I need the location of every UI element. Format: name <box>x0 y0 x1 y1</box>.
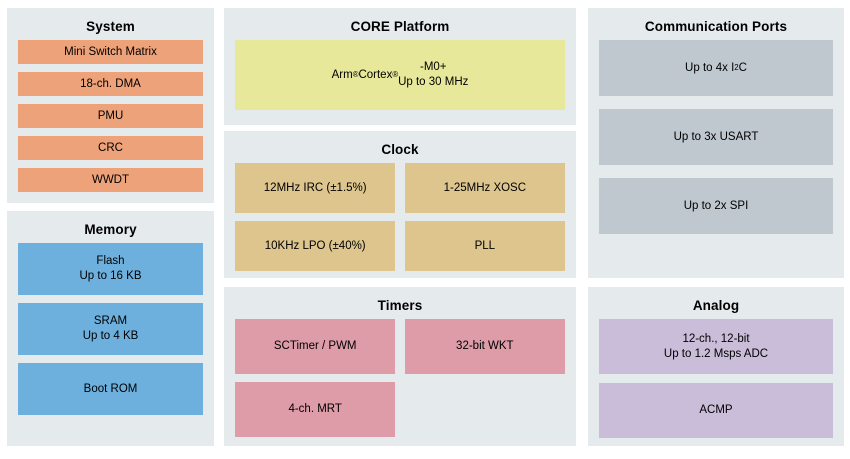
panel-clock-blocks: 12MHz IRC (±1.5%) 1-25MHz XOSC 10KHz LPO… <box>235 163 565 271</box>
panel-system-blocks: Mini Switch Matrix 18-ch. DMA PMU CRC WW… <box>18 40 203 194</box>
panel-memory-title: Memory <box>84 222 137 237</box>
block-xosc[interactable]: 1-25MHz XOSC <box>404 163 565 213</box>
block-32bit-wkt[interactable]: 32-bit WKT <box>404 319 565 374</box>
block-dma[interactable]: 18-ch. DMA <box>18 72 203 96</box>
panel-memory: Memory Flash Up to 16 KB SRAM Up to 4 KB… <box>7 211 214 446</box>
block-flash[interactable]: Flash Up to 16 KB <box>18 243 203 295</box>
panel-core-platform-title: CORE Platform <box>350 19 450 34</box>
block-usart[interactable]: Up to 3x USART <box>599 109 833 165</box>
block-boot-rom[interactable]: Boot ROM <box>18 363 203 415</box>
block-mrt[interactable]: 4-ch. MRT <box>235 382 396 437</box>
panel-core-platform-blocks: Arm® Cortex®-M0+Up to 30 MHz <box>235 40 565 116</box>
panel-analog-title: Analog <box>692 298 740 313</box>
block-pll[interactable]: PLL <box>404 221 565 271</box>
block-crc[interactable]: CRC <box>18 136 203 160</box>
panel-clock: Clock 12MHz IRC (±1.5%) 1-25MHz XOSC 10K… <box>224 131 576 278</box>
block-spi[interactable]: Up to 2x SPI <box>599 178 833 234</box>
block-adc[interactable]: 12-ch., 12-bit Up to 1.2 Msps ADC <box>599 319 833 374</box>
panel-timers: Timers SCTimer / PWM 32-bit WKT 4-ch. MR… <box>224 287 576 446</box>
block-acmp[interactable]: ACMP <box>599 383 833 438</box>
block-arm-cortex-m0plus[interactable]: Arm® Cortex®-M0+Up to 30 MHz <box>235 40 565 110</box>
block-pmu[interactable]: PMU <box>18 104 203 128</box>
panel-clock-title: Clock <box>381 142 419 157</box>
panel-timers-title: Timers <box>377 298 423 313</box>
panel-communication-ports-title: Communication Ports <box>644 19 788 34</box>
panel-analog: Analog 12-ch., 12-bit Up to 1.2 Msps ADC… <box>588 287 844 446</box>
block-wwdt[interactable]: WWDT <box>18 168 203 192</box>
panel-system: System Mini Switch Matrix 18-ch. DMA PMU… <box>7 8 214 203</box>
block-12mhz-irc[interactable]: 12MHz IRC (±1.5%) <box>235 163 396 213</box>
panel-core-platform: CORE Platform Arm® Cortex®-M0+Up to 30 M… <box>224 8 576 125</box>
panel-analog-blocks: 12-ch., 12-bit Up to 1.2 Msps ADC ACMP <box>599 319 833 438</box>
panel-memory-blocks: Flash Up to 16 KB SRAM Up to 4 KB Boot R… <box>18 243 203 437</box>
panel-system-title: System <box>86 19 135 34</box>
block-sctimer-pwm[interactable]: SCTimer / PWM <box>235 319 396 374</box>
block-sram[interactable]: SRAM Up to 4 KB <box>18 303 203 355</box>
block-mini-switch-matrix[interactable]: Mini Switch Matrix <box>18 40 203 64</box>
block-10khz-lpo[interactable]: 10KHz LPO (±40%) <box>235 221 396 271</box>
panel-timers-blocks: SCTimer / PWM 32-bit WKT 4-ch. MRT <box>235 319 565 437</box>
